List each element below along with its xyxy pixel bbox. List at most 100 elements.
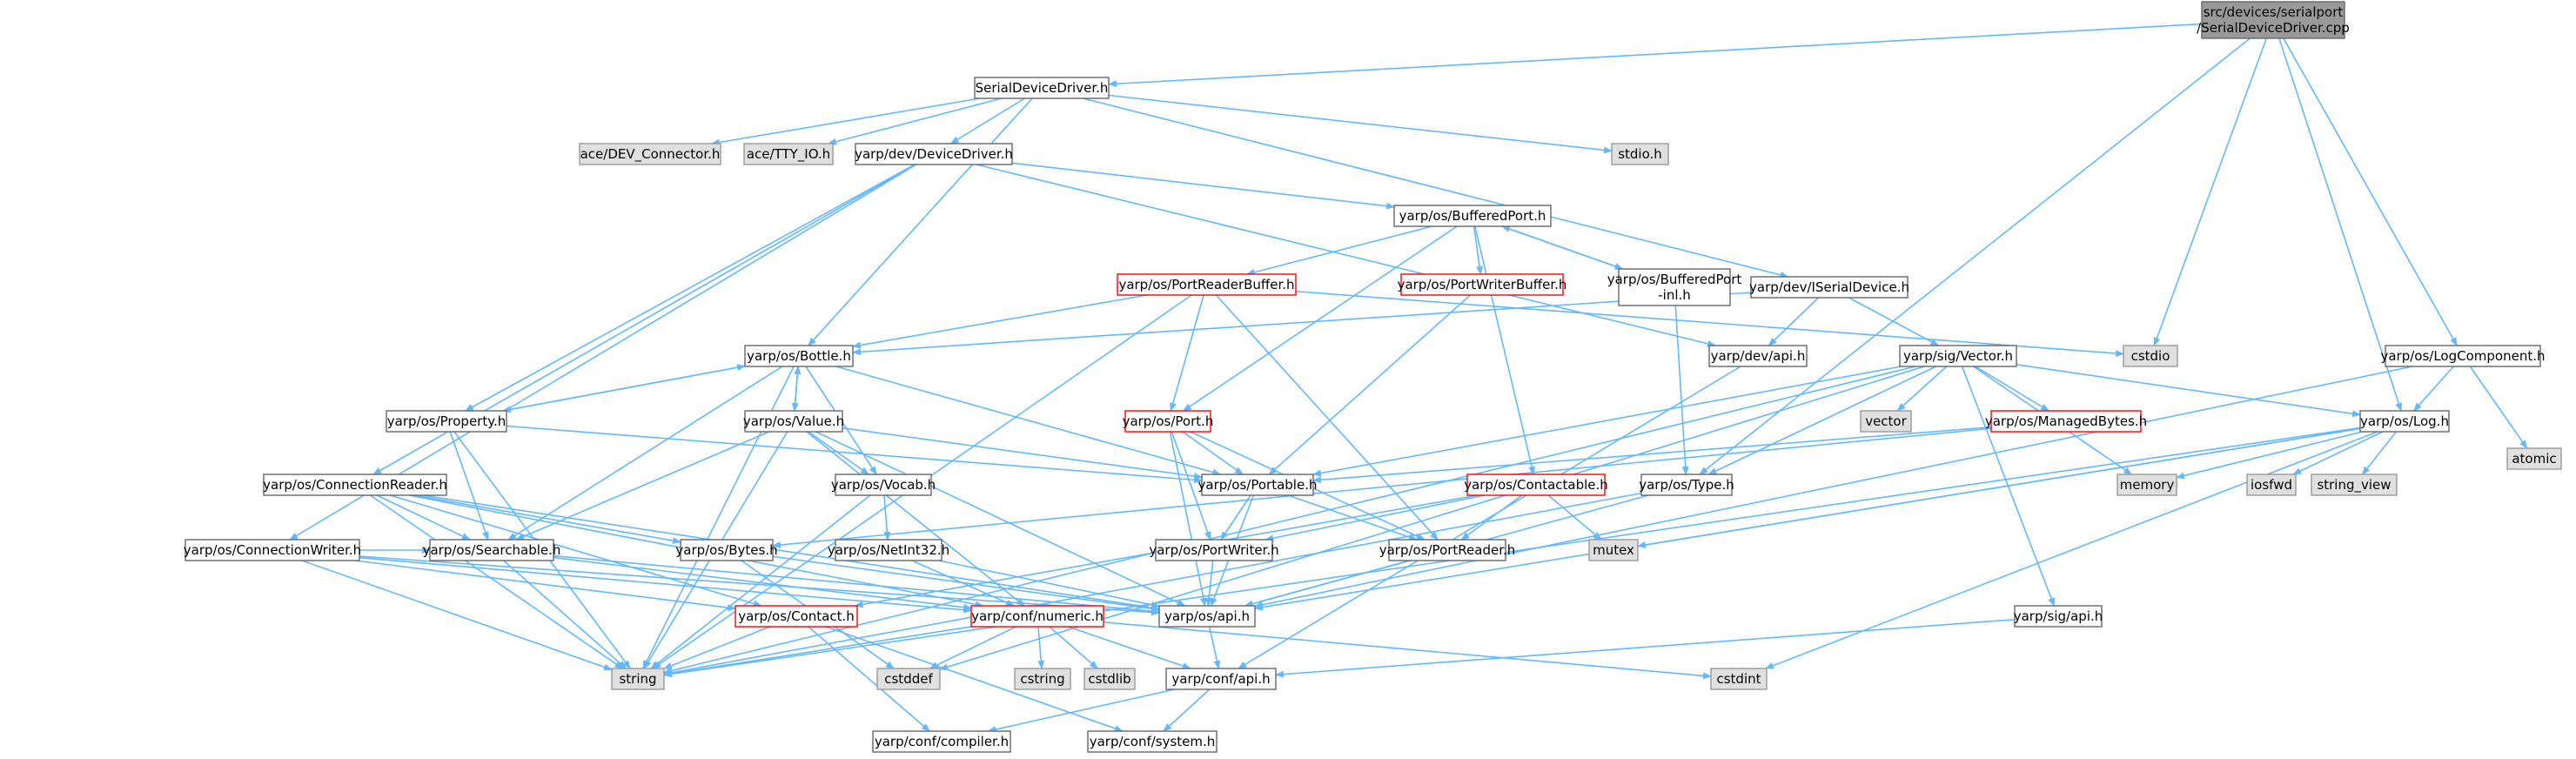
- node-bpinl[interactable]: yarp/os/BufferedPort-inl.h: [1607, 268, 1742, 306]
- node-numeric[interactable]: yarp/conf/numeric.h: [970, 605, 1104, 628]
- node-mbytes[interactable]: yarp/os/ManagedBytes.h: [1985, 410, 2147, 433]
- node-sigapi[interactable]: yarp/sig/api.h: [2014, 605, 2103, 628]
- node-cstdio: cstdio: [2123, 345, 2178, 367]
- node-netint32[interactable]: yarp/os/NetInt32.h: [828, 539, 949, 561]
- node-contact[interactable]: yarp/os/Contact.h: [735, 605, 858, 628]
- edge-buffport-to-prb: [1245, 225, 1432, 276]
- node-connreader[interactable]: yarp/os/ConnectionReader.h: [263, 474, 447, 496]
- node-stdio_h: stdio.h: [1611, 143, 1669, 165]
- node-label-string_view: string_view: [2317, 477, 2391, 494]
- node-ace_dev: ace/DEV_Connector.h: [579, 143, 721, 165]
- edge-sdd-to-stdio_h: [1108, 94, 1613, 154]
- node-label-portwriter: yarp/os/PortWriter.h: [1149, 542, 1278, 558]
- node-iserial[interactable]: yarp/dev/ISerialDevice.h: [1749, 276, 1909, 299]
- node-label-ace_tty: ace/TTY_IO.h: [747, 146, 830, 163]
- node-compiler[interactable]: yarp/conf/compiler.h: [872, 730, 1011, 753]
- edge-numeric-to-cstdint: [1103, 621, 1712, 680]
- node-ace_tty: ace/TTY_IO.h: [743, 143, 834, 165]
- node-prb[interactable]: yarp/os/PortReaderBuffer.h: [1117, 273, 1297, 296]
- edge-connreader-to-searchable: [376, 494, 471, 541]
- node-property[interactable]: yarp/os/Property.h: [386, 410, 507, 433]
- edge-pwb-to-portable: [1268, 294, 1472, 475]
- node-portwriter[interactable]: yarp/os/PortWriter.h: [1149, 539, 1279, 561]
- node-bottle[interactable]: yarp/os/Bottle.h: [744, 345, 854, 367]
- edge-mbytes-to-portable: [1312, 426, 1992, 484]
- node-log[interactable]: yarp/os/Log.h: [2359, 410, 2450, 433]
- edge-property-to-portable: [506, 425, 1203, 484]
- edge-log-to-string_view: [2361, 431, 2398, 475]
- edge-sdd-to-devdrv: [949, 97, 1025, 144]
- node-port[interactable]: yarp/os/Port.h: [1123, 410, 1214, 433]
- node-sigvec[interactable]: yarp/sig/Vector.h: [1899, 345, 2017, 367]
- node-buffport[interactable]: yarp/os/BufferedPort.h: [1393, 205, 1552, 227]
- node-label-numeric: yarp/conf/numeric.h: [971, 608, 1104, 624]
- node-label-contact: yarp/os/Contact.h: [738, 608, 855, 624]
- node-osapi[interactable]: yarp/os/api.h: [1158, 605, 1256, 628]
- node-box-cstdio: [2123, 345, 2178, 367]
- node-vocab[interactable]: yarp/os/Vocab.h: [831, 474, 936, 496]
- edge-type-to-string: [663, 492, 1642, 676]
- node-portreader[interactable]: yarp/os/PortReader.h: [1379, 539, 1516, 561]
- node-box-cstddef: [876, 668, 941, 690]
- edge-contact-to-system: [825, 626, 1124, 732]
- edge-prb-to-port: [1170, 294, 1204, 412]
- node-contactable[interactable]: yarp/os/Contactable.h: [1464, 474, 1608, 496]
- node-label-cstdlib: cstdlib: [1088, 671, 1130, 687]
- node-string_view: string_view: [2311, 474, 2398, 496]
- edge-log-to-iosfwd: [2292, 431, 2384, 475]
- edge-log-to-string: [663, 427, 2361, 678]
- node-searchable[interactable]: yarp/os/Searchable.h: [423, 539, 561, 561]
- edge-sigvec-to-log: [2016, 364, 2361, 418]
- node-label-logcomp: yarp/os/LogComponent.h: [2380, 348, 2545, 364]
- node-label-sdd: SerialDeviceDriver.h: [976, 80, 1109, 96]
- node-type[interactable]: yarp/os/Type.h: [1639, 474, 1734, 496]
- node-box-value: [744, 410, 843, 433]
- edge-value-to-osapi: [815, 431, 1186, 607]
- edge-sdd-to-iserial: [1083, 97, 1789, 279]
- edge-numeric-to-cstring: [1037, 626, 1045, 669]
- edge-prb-to-bottle: [852, 294, 1148, 349]
- node-label-mbytes: yarp/os/ManagedBytes.h: [1985, 413, 2147, 429]
- node-box-system: [1087, 730, 1218, 753]
- edge-sigapi-to-confapi: [1275, 618, 2016, 678]
- edge-bottle-to-searchable: [507, 366, 783, 541]
- edge-root-to-cstdio: [2153, 37, 2268, 346]
- node-vector: vector: [1860, 410, 1912, 433]
- node-system[interactable]: yarp/conf/system.h: [1087, 730, 1218, 753]
- node-devapi[interactable]: yarp/dev/api.h: [1708, 345, 1808, 367]
- node-connwriter[interactable]: yarp/os/ConnectionWriter.h: [184, 539, 361, 561]
- edge-contact-to-string: [663, 626, 770, 669]
- edge-searchable-to-numeric: [553, 556, 972, 611]
- node-sdd[interactable]: SerialDeviceDriver.h: [974, 77, 1110, 99]
- edge-bpinl-to-buffport: [1501, 225, 1623, 270]
- edge-devapi-to-confapi: [1238, 366, 1741, 669]
- node-box-portreader: [1388, 539, 1506, 561]
- edge-portable-to-portwriter: [1220, 494, 1251, 541]
- node-label-portable: yarp/os/Portable.h: [1198, 477, 1318, 493]
- edge-log-to-osapi: [1254, 427, 2361, 611]
- node-cstring: cstring: [1014, 668, 1071, 690]
- edge-numeric-to-cstddef: [929, 626, 1016, 669]
- edge-vocab-to-netint32: [883, 494, 891, 541]
- node-confapi[interactable]: yarp/conf/api.h: [1165, 668, 1277, 690]
- node-box-prb: [1117, 273, 1297, 296]
- node-box-contact: [735, 605, 858, 628]
- node-box-sigvec: [1899, 345, 2017, 367]
- edge-sigvec-to-type: [1707, 366, 1937, 475]
- node-root[interactable]: src/devices/serialport/SerialDeviceDrive…: [2197, 1, 2350, 39]
- edge-sigvec-to-portable: [1312, 366, 1902, 477]
- node-pwb[interactable]: yarp/os/PortWriterBuffer.h: [1398, 273, 1567, 296]
- edge-root-to-sdd: [1108, 23, 2203, 88]
- node-value[interactable]: yarp/os/Value.h: [743, 410, 844, 433]
- edge-value-to-portable: [842, 427, 1203, 480]
- node-label-vector: vector: [1865, 413, 1907, 429]
- node-bytes[interactable]: yarp/os/Bytes.h: [675, 539, 778, 561]
- node-portable[interactable]: yarp/os/Portable.h: [1198, 474, 1318, 496]
- edge-contact-to-compiler: [808, 626, 930, 732]
- node-devdrv[interactable]: yarp/dev/DeviceDriver.h: [855, 143, 1013, 165]
- node-label-devapi: yarp/dev/api.h: [1711, 348, 1806, 364]
- node-box-root: [2201, 1, 2345, 39]
- node-box-numeric: [970, 605, 1104, 628]
- node-logcomp[interactable]: yarp/os/LogComponent.h: [2380, 345, 2546, 367]
- edge-connwriter-to-numeric: [359, 556, 972, 614]
